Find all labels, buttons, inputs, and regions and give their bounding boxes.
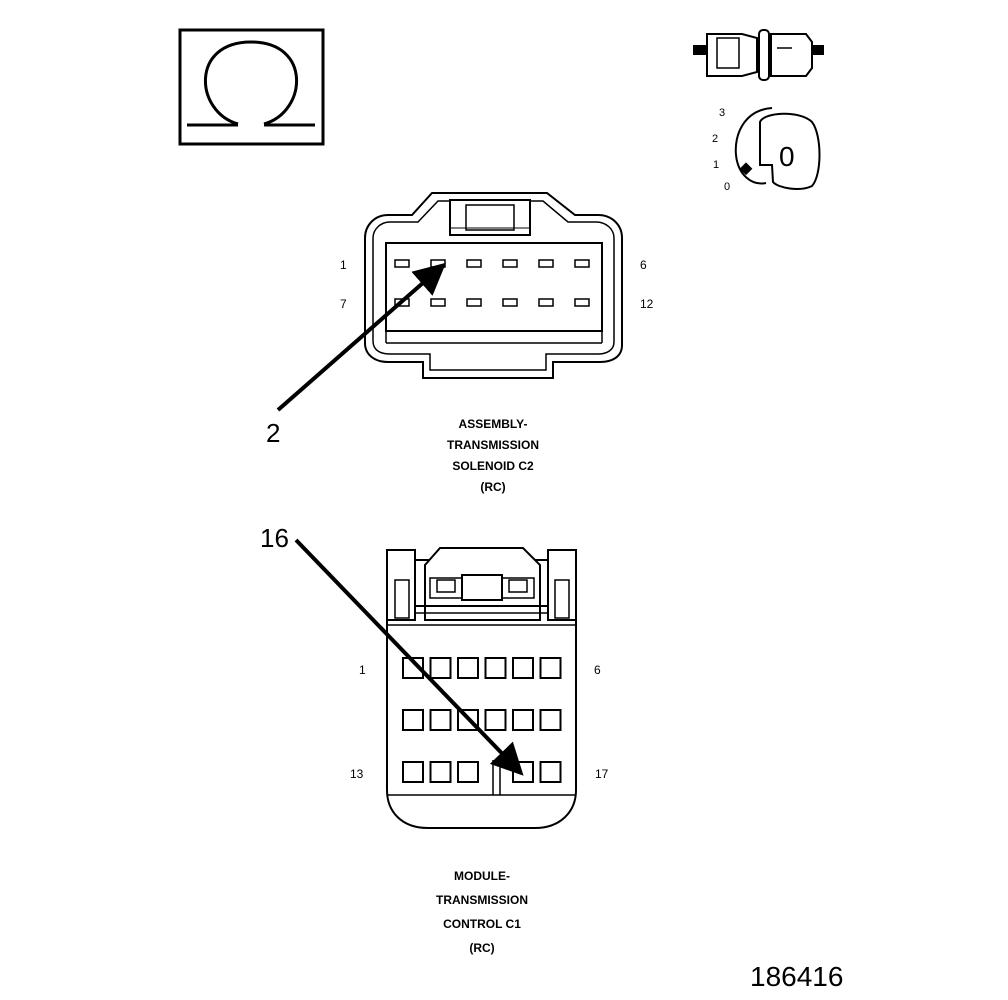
callout-arrow-2 (276, 262, 447, 412)
c1-terminal-cavity (484, 709, 507, 731)
c1-terminal-cavity (429, 761, 452, 783)
c1-terminal-cavity (512, 709, 534, 731)
c2-caption-line-4: (RC) (480, 480, 505, 494)
c2-caption-line-2: TRANSMISSION (447, 438, 539, 452)
c1-caption: MODULE- TRANSMISSION CONTROL C1 (RC) (436, 869, 528, 955)
callout-label-2: 2 (266, 418, 280, 448)
c2-caption: ASSEMBLY- TRANSMISSION SOLENOID C2 (RC) (447, 417, 539, 494)
c1-caption-line-3: CONTROL C1 (443, 917, 521, 931)
c2-pin-label-1: 1 (340, 258, 347, 272)
c1-pin-label-1: 1 (359, 663, 366, 677)
c1-terminal-cavity (512, 761, 534, 783)
c2-terminal-cavity (538, 259, 554, 268)
c1-terminal-cavity (484, 657, 507, 679)
c1-caption-line-4: (RC) (469, 941, 494, 955)
c2-caption-line-3: SOLENOID C2 (452, 459, 534, 473)
switch-position-3: 3 (719, 107, 725, 119)
c1-pin-label-17: 17 (595, 767, 609, 781)
c1-pin-label-6: 6 (594, 663, 601, 677)
c2-terminal-cavity (502, 298, 518, 307)
c2-terminal-cavity (430, 259, 446, 268)
connector-plug-icon (693, 29, 824, 81)
c2-terminal-cavity (466, 298, 482, 307)
ohmmeter-icon (178, 28, 325, 146)
c1-terminal-cavity (429, 709, 452, 731)
c2-pin-label-12: 12 (640, 297, 654, 311)
c1-caption-line-2: TRANSMISSION (436, 893, 528, 907)
callout-arrow-16 (294, 538, 524, 776)
callout-label-16: 16 (260, 523, 289, 553)
switch-position-0: 0 (724, 181, 730, 193)
c1-terminal-cavity (539, 657, 562, 679)
c2-caption-line-1: ASSEMBLY- (459, 417, 528, 431)
c2-pin-label-7: 7 (340, 297, 347, 311)
switch-position-2: 2 (712, 133, 718, 145)
key-label: 0 (779, 141, 795, 172)
c2-terminal-cavity (538, 298, 554, 307)
c2-terminal-cavity (466, 259, 482, 268)
c1-terminal-cavity (429, 657, 452, 679)
connector-c1 (386, 547, 577, 829)
c2-terminal-cavity (430, 298, 446, 307)
c2-terminal-cavity (394, 259, 410, 268)
c1-terminal-cavity (402, 657, 424, 679)
c1-terminal-cavity (402, 709, 424, 731)
c1-pin-label-13: 13 (350, 767, 364, 781)
connector-c2 (364, 192, 623, 379)
switch-position-1: 1 (713, 159, 719, 171)
c1-caption-line-1: MODULE- (454, 869, 510, 883)
c1-terminal-cavity (539, 761, 562, 783)
c2-pin-label-6: 6 (640, 258, 647, 272)
c2-terminal-cavity (574, 298, 590, 307)
c1-terminal-cavity (457, 761, 479, 783)
c1-terminal-cavity (457, 657, 479, 679)
c1-terminal-cavity (539, 709, 562, 731)
c2-terminal-cavity (502, 259, 518, 268)
c1-terminal-cavity (402, 761, 424, 783)
figure-number: 186416 (750, 961, 843, 992)
c1-terminal-cavity (512, 657, 534, 679)
ignition-key-icon: 3 2 1 0 0 (712, 107, 821, 193)
c2-terminal-cavity (574, 259, 590, 268)
